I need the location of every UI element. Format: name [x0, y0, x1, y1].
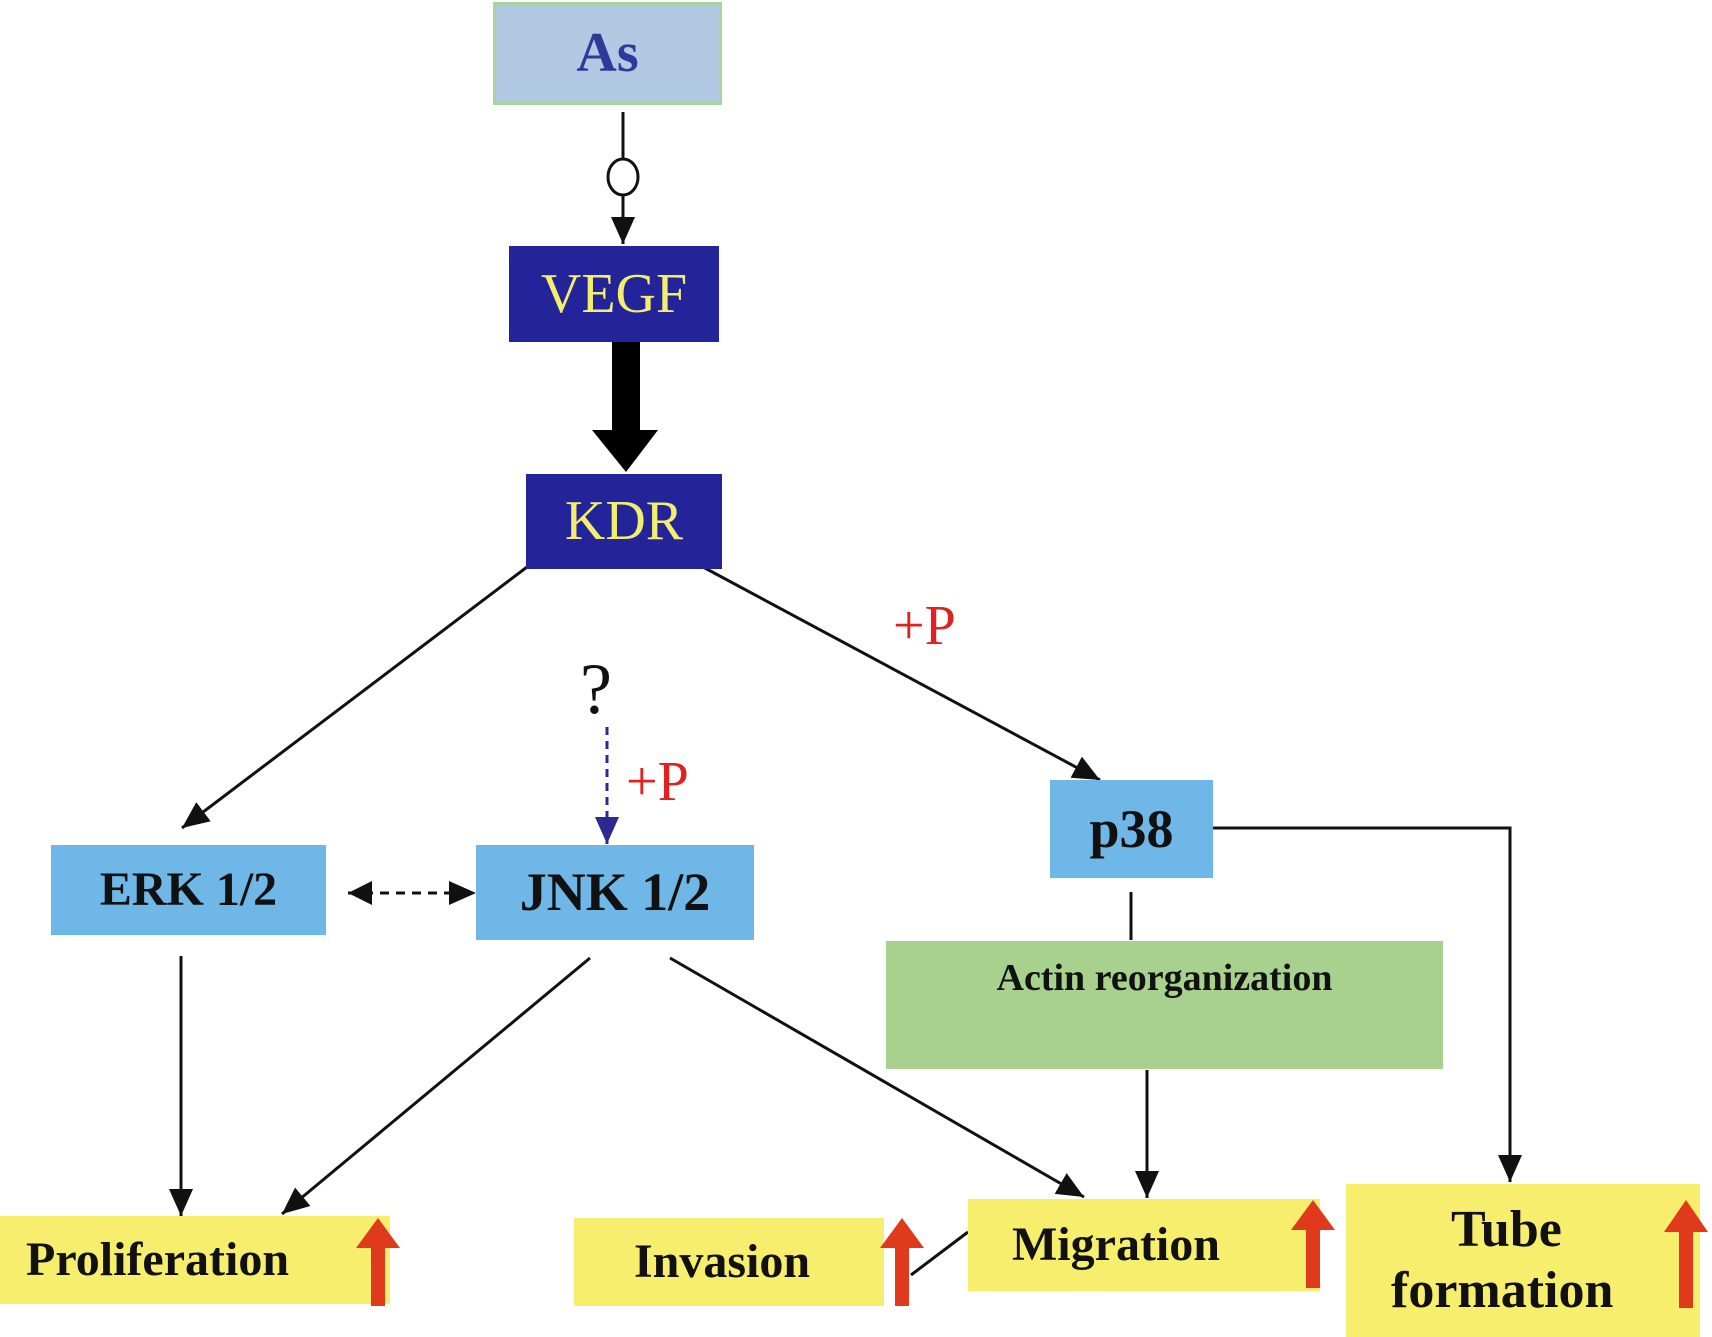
open-circle-icon [606, 157, 640, 197]
actin-node: Actin reorganization [886, 941, 1443, 1069]
kdr-label: KDR [564, 490, 684, 553]
kdr-node: KDR [526, 474, 722, 569]
jnk-node: JNK 1/2 [476, 845, 754, 940]
tube-formation-node: Tube formation [1346, 1184, 1700, 1337]
up-arrow-icon [1291, 1200, 1335, 1288]
invasion-node: Invasion [574, 1218, 884, 1306]
proliferation-node: Proliferation [0, 1216, 390, 1304]
phosphorylation-p38-label: +P [893, 595, 956, 657]
kdr-to-erk-arrow [181, 565, 528, 830]
migration-invasion-link [910, 1230, 969, 1277]
as-node: As [493, 2, 722, 105]
up-arrow-icon [356, 1218, 400, 1306]
tube-label-line2: formation [1391, 1261, 1614, 1319]
p38-node: p38 [1050, 780, 1213, 878]
kdr-to-p38-arrow [702, 565, 1101, 782]
erk-node: ERK 1/2 [51, 845, 326, 935]
phosphorylation-jnk-label: +P [626, 751, 689, 813]
actin-label: Actin reorganization [996, 957, 1333, 999]
jnk-label: JNK 1/2 [519, 862, 711, 923]
vegf-node: VEGF [509, 246, 719, 342]
invasion-label: Invasion [634, 1234, 811, 1288]
migration-label: Migration [1012, 1217, 1220, 1271]
migration-node: Migration [968, 1199, 1320, 1291]
erk-label: ERK 1/2 [99, 862, 278, 916]
jnk-to-migration-arrow [669, 956, 1085, 1199]
proliferation-label: Proliferation [26, 1232, 290, 1286]
as-label: As [576, 22, 639, 85]
p38-label: p38 [1089, 798, 1174, 859]
vegf-label: VEGF [540, 262, 688, 325]
up-arrow-icon [1664, 1200, 1708, 1308]
unknown-upstream-label: ? [580, 649, 612, 729]
p38-to-tube-line [1213, 826, 1522, 1182]
tube-label-line1: Tube [1451, 1200, 1562, 1258]
vegf-to-kdr-thick-arrow [592, 342, 658, 472]
jnk-to-proliferation-arrow [281, 956, 591, 1216]
up-arrow-icon [880, 1218, 924, 1306]
